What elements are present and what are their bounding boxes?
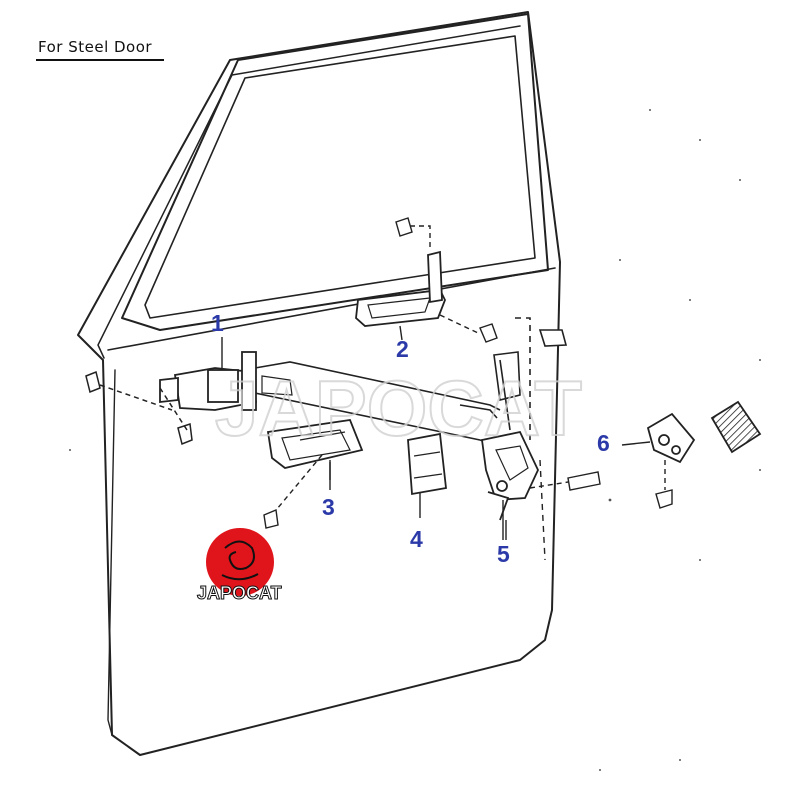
- callout-6: 6: [597, 430, 610, 456]
- callout-1: 1: [211, 310, 224, 336]
- belt-line: [107, 267, 556, 351]
- logo-text: JAPOCAT: [197, 583, 282, 603]
- callout-2: 2: [396, 336, 409, 362]
- nut-handle: [479, 323, 498, 343]
- diagram-title: For Steel Door: [38, 38, 153, 56]
- door-panel-outline: [77, 11, 561, 756]
- door-panel-inner-edge: [97, 25, 521, 359]
- clip-left: [85, 370, 101, 394]
- window-frame: [121, 13, 549, 331]
- screw-left: [177, 422, 193, 446]
- door-lock-assembly: [480, 430, 539, 521]
- screw-top: [395, 217, 413, 237]
- callout-4: 4: [410, 526, 423, 552]
- door-bottom-edge: [107, 369, 116, 736]
- title-underline: [36, 59, 164, 61]
- watermark-text: JAPOCAT: [215, 364, 582, 452]
- japocat-logo: JAPOCAT: [197, 528, 282, 604]
- callout-3: 3: [322, 494, 335, 520]
- inside-handle: [266, 419, 364, 469]
- callout-5: 5: [497, 541, 510, 567]
- screw-lock: [567, 471, 601, 491]
- door-latch-bracket: [515, 317, 531, 440]
- rod-link: [459, 404, 498, 419]
- striker-shim: [710, 400, 762, 454]
- handle-bezel: [407, 432, 447, 496]
- screw-striker: [655, 489, 673, 509]
- screw-right: [538, 329, 568, 347]
- outside-handle: [355, 250, 446, 327]
- screw-handle: [263, 509, 279, 529]
- window-glass: [144, 35, 536, 319]
- lock-rod-upper: [254, 361, 501, 411]
- door-striker: [646, 412, 696, 464]
- inside-lock-control: [159, 351, 293, 411]
